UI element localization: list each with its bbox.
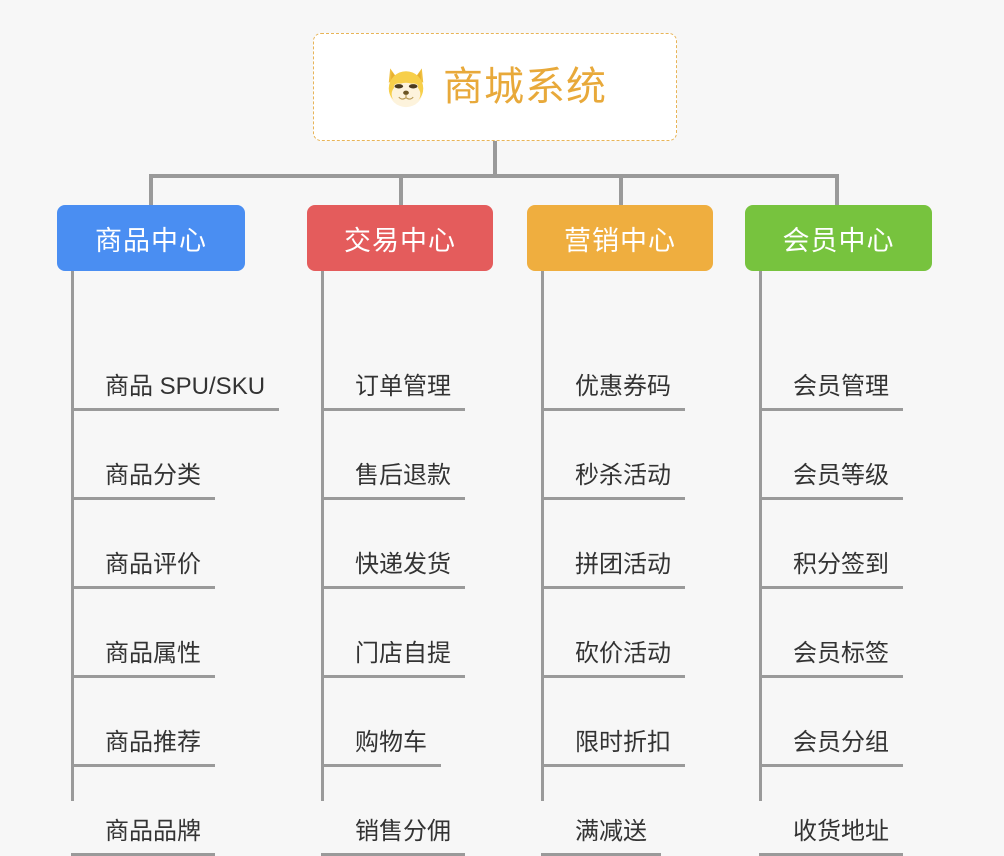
list-item[interactable]: 售后退款: [321, 448, 465, 500]
list-item[interactable]: 秒杀活动: [541, 448, 685, 500]
list-item-label: 订单管理: [321, 373, 465, 411]
branch-2-item-list: 订单管理 售后退款 快递发货 门店自提 购物车 销售分佣: [307, 271, 493, 856]
list-item[interactable]: 拼团活动: [541, 537, 685, 589]
list-item-label: 会员管理: [759, 373, 903, 411]
root-node[interactable]: 商城系统: [313, 33, 677, 141]
branch-column-1: 商品中心 商品 SPU/SKU 商品分类 商品评价 商品属性 商品推荐 商品品牌: [57, 205, 280, 856]
list-item[interactable]: 快递发货: [321, 537, 465, 589]
connector-horizontal-bus: [149, 174, 839, 178]
branch-column-3: 营销中心 优惠券码 秒杀活动 拼团活动 砍价活动 限时折扣 满减送: [527, 205, 713, 856]
list-item-label: 购物车: [321, 729, 441, 767]
list-item[interactable]: 商品品牌: [71, 804, 215, 856]
branch-column-2: 交易中心 订单管理 售后退款 快递发货 门店自提 购物车 销售分佣: [307, 205, 493, 856]
list-item[interactable]: 商品推荐: [71, 715, 215, 767]
list-item[interactable]: 商品评价: [71, 537, 215, 589]
list-item-label: 砍价活动: [541, 640, 685, 678]
list-item[interactable]: 限时折扣: [541, 715, 685, 767]
list-item[interactable]: 会员管理: [759, 359, 903, 411]
list-item-label: 满减送: [541, 818, 661, 856]
shiba-inu-dog-face-icon: [388, 68, 424, 108]
branch-header-3-label: 营销中心: [564, 225, 676, 256]
list-item-label: 限时折扣: [541, 729, 685, 767]
branch-spine-3: [541, 271, 544, 801]
list-item-label: 优惠券码: [541, 373, 685, 411]
list-item[interactable]: 销售分佣: [321, 804, 465, 856]
list-item[interactable]: 收货地址: [759, 804, 903, 856]
branch-header-4[interactable]: 会员中心: [745, 205, 932, 271]
branch-spine-2: [321, 271, 324, 801]
list-item[interactable]: 购物车: [321, 715, 441, 767]
branch-header-2-label: 交易中心: [344, 225, 456, 256]
connector-drop-1: [149, 174, 153, 206]
list-item-label: 会员标签: [759, 640, 903, 678]
list-item[interactable]: 会员分组: [759, 715, 903, 767]
list-item-label: 商品属性: [71, 640, 215, 678]
list-item[interactable]: 积分签到: [759, 537, 903, 589]
connector-drop-3: [619, 174, 623, 206]
list-item[interactable]: 砍价活动: [541, 626, 685, 678]
branch-header-4-label: 会员中心: [782, 225, 895, 256]
branch-3-item-list: 优惠券码 秒杀活动 拼团活动 砍价活动 限时折扣 满减送: [527, 271, 713, 856]
branch-column-4: 会员中心 会员管理 会员等级 积分签到 会员标签 会员分组 收货地址: [745, 205, 932, 856]
list-item[interactable]: 门店自提: [321, 626, 465, 678]
list-item[interactable]: 会员标签: [759, 626, 903, 678]
branch-spine-4: [759, 271, 762, 801]
list-item-label: 快递发货: [321, 551, 465, 589]
branch-4-item-list: 会员管理 会员等级 积分签到 会员标签 会员分组 收货地址: [745, 271, 932, 856]
list-item-label: 拼团活动: [541, 551, 685, 589]
branch-header-1-label: 商品中心: [95, 225, 207, 256]
list-item-label: 商品推荐: [71, 729, 215, 767]
list-item-label: 售后退款: [321, 462, 465, 500]
branch-spine-1: [71, 271, 74, 801]
list-item-label: 销售分佣: [321, 818, 465, 856]
list-item-label: 门店自提: [321, 640, 465, 678]
list-item-label: 会员分组: [759, 729, 903, 767]
list-item-label: 秒杀活动: [541, 462, 685, 500]
list-item[interactable]: 满减送: [541, 804, 661, 856]
root-title: 商城系统: [443, 65, 607, 109]
list-item-label: 收货地址: [759, 818, 903, 856]
list-item[interactable]: 商品 SPU/SKU: [71, 359, 280, 411]
list-item-label: 商品评价: [71, 551, 215, 589]
list-item-label: 会员等级: [759, 462, 903, 500]
connector-drop-4: [835, 174, 839, 206]
list-item-label: 商品品牌: [71, 818, 215, 856]
connector-drop-2: [399, 174, 403, 206]
list-item[interactable]: 商品分类: [71, 448, 215, 500]
list-item[interactable]: 商品属性: [71, 626, 215, 678]
branch-1-item-list: 商品 SPU/SKU 商品分类 商品评价 商品属性 商品推荐 商品品牌: [57, 271, 280, 856]
list-item[interactable]: 订单管理: [321, 359, 465, 411]
list-item-label: 商品分类: [71, 462, 215, 500]
list-item[interactable]: 优惠券码: [541, 359, 685, 411]
list-item-label: 商品 SPU/SKU: [71, 373, 280, 411]
list-item-label: 积分签到: [759, 551, 903, 589]
connector-root-stem: [493, 141, 497, 178]
branch-header-3[interactable]: 营销中心: [527, 205, 713, 271]
branch-header-1[interactable]: 商品中心: [57, 205, 245, 271]
branch-header-2[interactable]: 交易中心: [307, 205, 493, 271]
list-item[interactable]: 会员等级: [759, 448, 903, 500]
